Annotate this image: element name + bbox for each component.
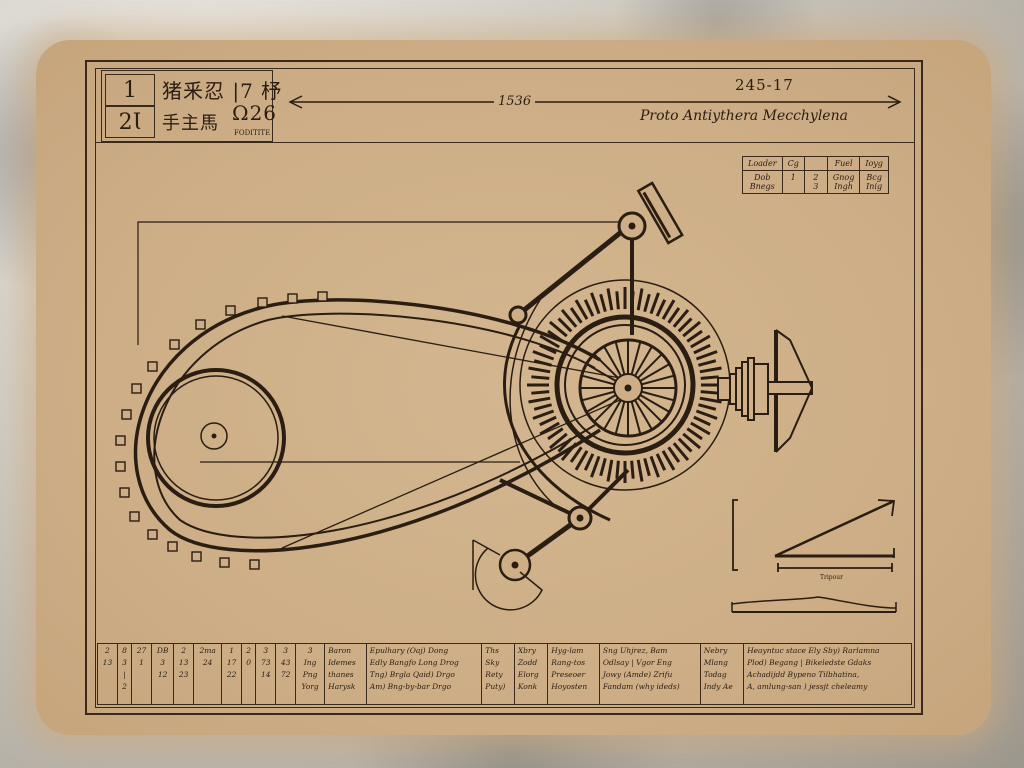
bottom-cell: 1 17 22 [221, 643, 243, 705]
legend-header-row: Loader Cg Fuel Ioyg [742, 156, 889, 171]
bottom-cell: Nebry Mlang Todag Indy Ae [699, 643, 745, 705]
legend-table: Loader Cg Fuel Ioyg Dob Bnegs 1 2 3 Gnog… [742, 156, 889, 194]
bottom-cell: 8 3 | 2 [116, 643, 133, 705]
bottom-cell: Baron Idemes thanes Harysk [324, 643, 367, 705]
glyph-line-1: 猪釆忍 |7 杼 [162, 79, 283, 103]
dimension-label: 1536 [494, 94, 536, 109]
upper-linkage-arm [516, 223, 632, 317]
gear-rim-outer [554, 314, 696, 456]
bottom-cell: Heayntuc stace Ely Sby) Rarlamna Plod) B… [743, 643, 912, 705]
drawing-number: 245-17 [735, 76, 794, 94]
scale-label: Tripour [820, 574, 843, 581]
bottom-cell: 2 0 [241, 643, 257, 705]
header-divider [95, 142, 915, 143]
bottom-cell: 3 73 14 [255, 643, 277, 705]
legend-cell: Bcg Inig [859, 170, 889, 194]
bottom-cell: Hyg-lam Rang-tos Preseoer Hoyosten [547, 643, 600, 705]
drawing-title: Proto Antiythera Mecchylena [640, 108, 848, 124]
legend-cell: Gnog Ingh [826, 170, 861, 194]
bottom-cell: 27 1 [131, 643, 152, 705]
title-block-code: Ω26 [232, 101, 278, 125]
parchment-sheet [36, 40, 991, 735]
bottom-cell: Epulhary (Oaj) Dong Edly Bangfo Long Dro… [365, 643, 483, 705]
bottom-cell: 2 13 23 [173, 643, 195, 705]
outer-border [85, 60, 923, 715]
bottom-table-row: 2 13 8 3 | 2 27 1 DB 3 12 2 13 23 2ma 24… [97, 643, 912, 705]
profile-curve-diagram [731, 596, 897, 613]
title-block-caption: FODITITE [234, 129, 271, 137]
bottom-cell: Ths Sky Rety Puty) [481, 643, 515, 705]
legend-cell: Dob Bnegs [742, 170, 783, 194]
glyph-line-2: 手主馬 [162, 113, 219, 134]
bottom-cell: DB 3 12 [150, 643, 175, 705]
bottom-cell: Sng Uhjrez, Bam Odlsay | Vgor Eng Jowy (… [598, 643, 701, 705]
bottom-cell: 2ma 24 [193, 643, 223, 705]
bottom-data-table: 2 13 8 3 | 2 27 1 DB 3 12 2 13 23 2ma 24… [97, 643, 912, 705]
bottom-cell: Xbry Zodd Elorg Konk [513, 643, 549, 705]
right-stepped-shaft [717, 329, 814, 453]
legend-cell: 1 [781, 170, 805, 194]
drive-wheel-hub [200, 422, 228, 450]
inner-drive-wheel [146, 368, 286, 508]
inner-border [95, 68, 915, 708]
tick-markers [115, 291, 328, 570]
wedge-scale-diagram [732, 499, 896, 572]
legend-row: Dob Bnegs 1 2 3 Gnog Ingh Bcg Inig [742, 170, 889, 194]
bottom-cell: 2 13 [97, 643, 118, 705]
bottom-cell: 3 43 72 [275, 643, 297, 705]
reference-line-top [137, 221, 628, 345]
bottom-cell: 3 Ing Png Yorg [295, 643, 326, 705]
title-block: 1 2Ɩ 猪釆忍 |7 杼 手主馬 Ω26 FODITITE [101, 70, 281, 142]
orbital-track-outer [133, 298, 601, 553]
orbital-track-inner [153, 312, 596, 539]
pointer-block [636, 181, 684, 245]
title-block-number-bottom: 2Ɩ [105, 106, 155, 138]
title-block-number-top: 1 [105, 74, 155, 106]
arm-joint [508, 305, 528, 325]
